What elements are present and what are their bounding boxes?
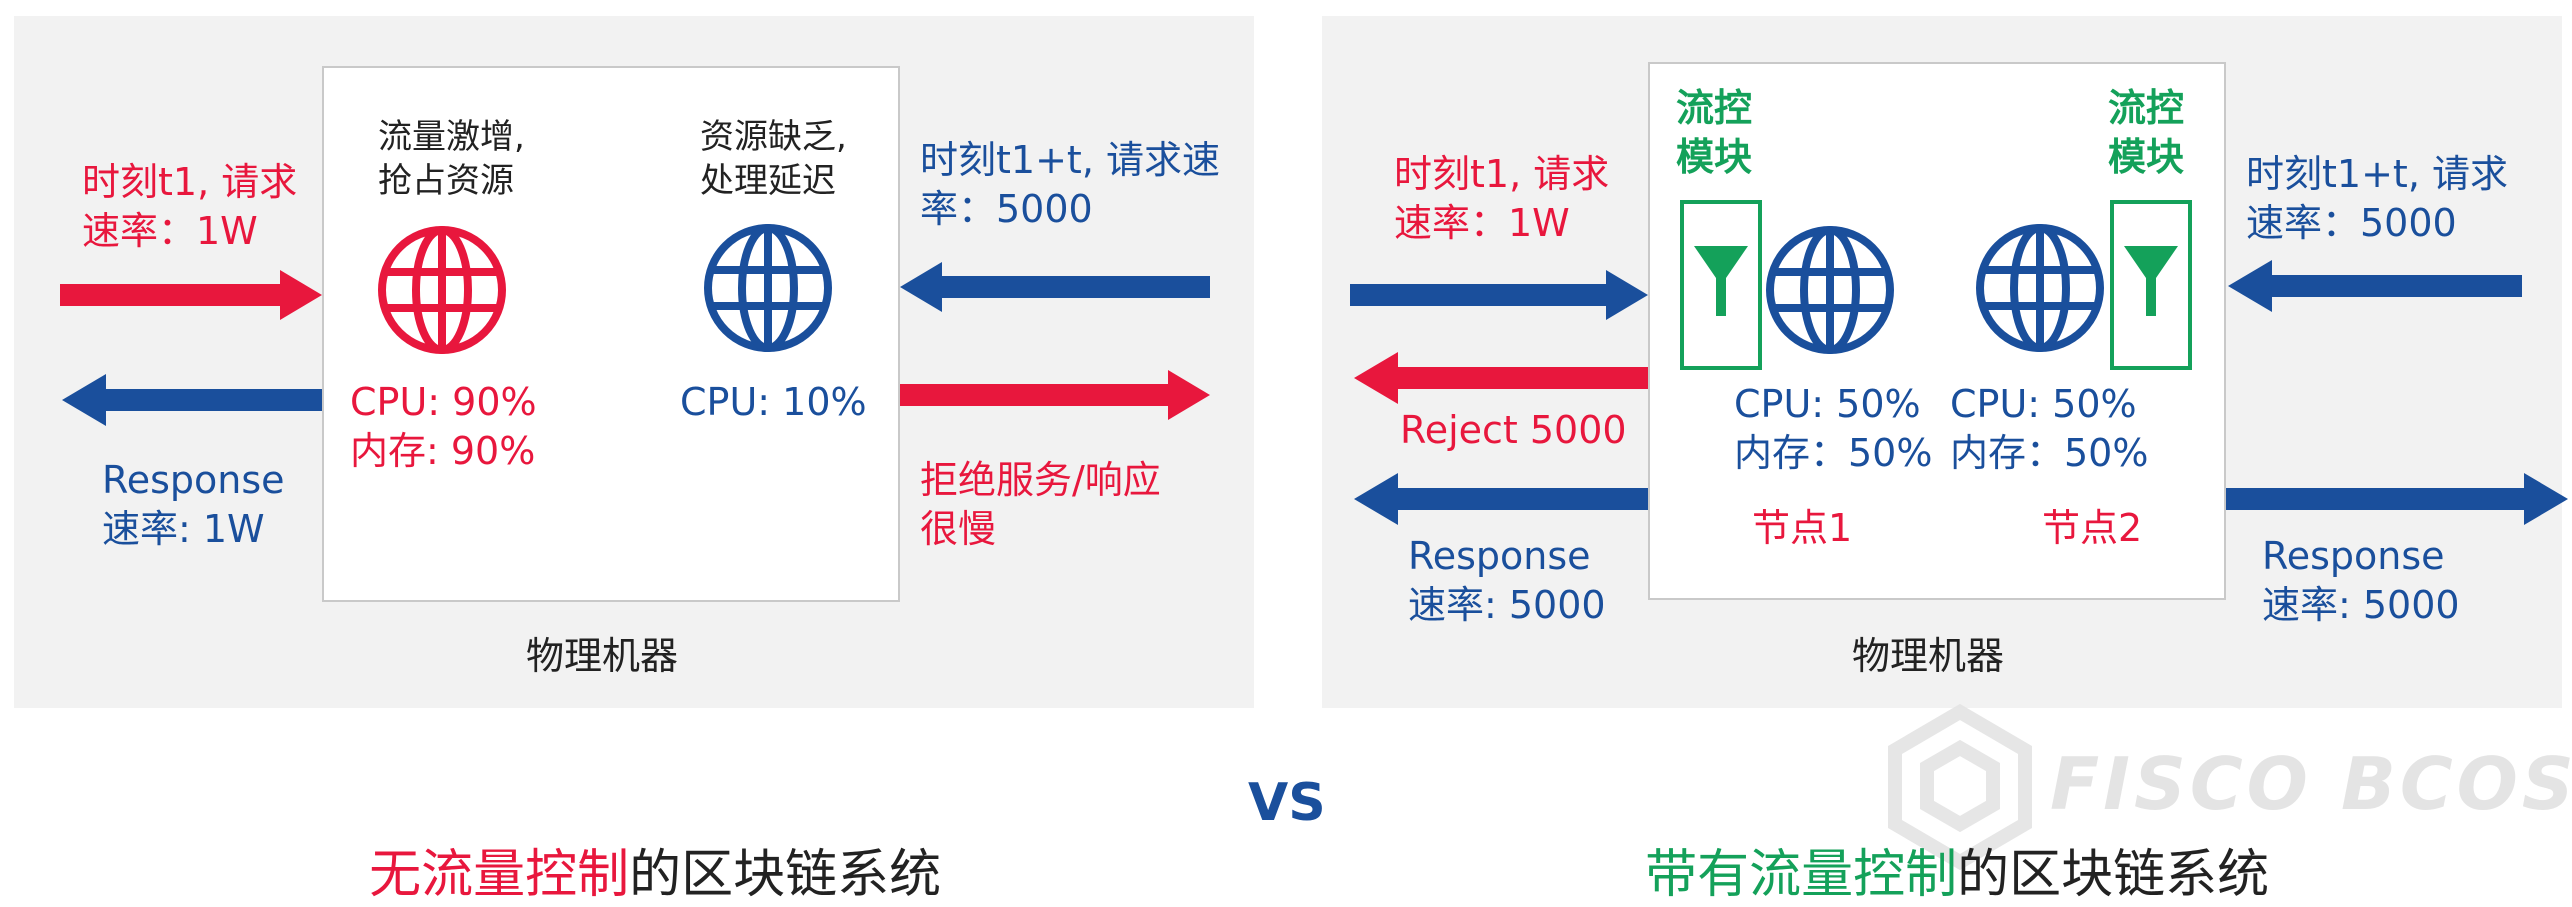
globe-icon [1766,226,1894,354]
funnel-icon [2124,246,2178,316]
left-caption: 无流量控制的区块链系统 [336,772,941,907]
right-reject-label: Reject 5000 [1400,408,1627,452]
right-request-arrow [1350,270,1648,320]
flow-control-module-label-2: 流控 模块 [2108,86,2185,179]
right-incoming-arrow [2228,260,2522,312]
vs-label: VS [1248,773,1326,833]
right-outgoing-label: Response 速率: 5000 [2262,534,2460,627]
node2-stats: CPU: 50% 内存：50% [1950,382,2149,475]
right-response-arrow [1354,473,1648,525]
left-rejected-label: 拒绝服务/响应 很慢 [920,458,1161,551]
left-caption-rest: 的区块链系统 [629,845,942,905]
right-caption-highlight: 带有流量控制 [1645,845,1958,905]
left-machine-label: 物理机器 [526,634,679,678]
left-request-label: 时刻t1, 请求 速率：1W [82,160,298,253]
left-node-a-stats: CPU: 90% 内存: 90% [350,380,537,473]
flow-control-module-label-1: 流控 模块 [1676,86,1753,179]
right-outgoing-arrow [2226,473,2568,525]
left-response-label: Response 速率: 1W [102,458,285,551]
left-rejected-arrow [900,370,1210,420]
globe-icon [378,226,506,354]
right-request-label: 时刻t1, 请求 速率：1W [1394,152,1610,245]
left-request-arrow [60,270,322,320]
left-node-a-note: 流量激增, 抢占资源 [378,117,525,201]
right-machine-label: 物理机器 [1852,634,2005,678]
watermark-text: FISCO BCOS [2050,742,2572,826]
left-incoming-label: 时刻t1+t, 请求速 率：5000 [920,138,1220,231]
node2-label: 节点2 [2042,506,2143,550]
right-reject-arrow [1354,352,1648,404]
watermark-logo-icon [1888,703,2032,871]
node1-label: 节点1 [1752,506,1853,550]
globe-icon [704,224,832,352]
right-incoming-label: 时刻t1+t, 请求 速率：5000 [2246,152,2508,245]
left-node-b-stats: CPU: 10% [680,380,867,424]
right-caption-rest: 的区块链系统 [1957,845,2270,905]
right-response-label: Response 速率: 5000 [1408,534,1606,627]
right-caption: 带有流量控制的区块链系统 [1612,772,2269,907]
left-node-b-note: 资源缺乏, 处理延迟 [700,117,847,201]
left-caption-highlight: 无流量控制 [369,845,630,905]
left-incoming-arrow [900,262,1210,312]
globe-icon [1976,224,2104,352]
node1-stats: CPU: 50% 内存：50% [1734,382,1933,475]
funnel-icon [1694,246,1748,316]
left-response-arrow [62,374,322,426]
